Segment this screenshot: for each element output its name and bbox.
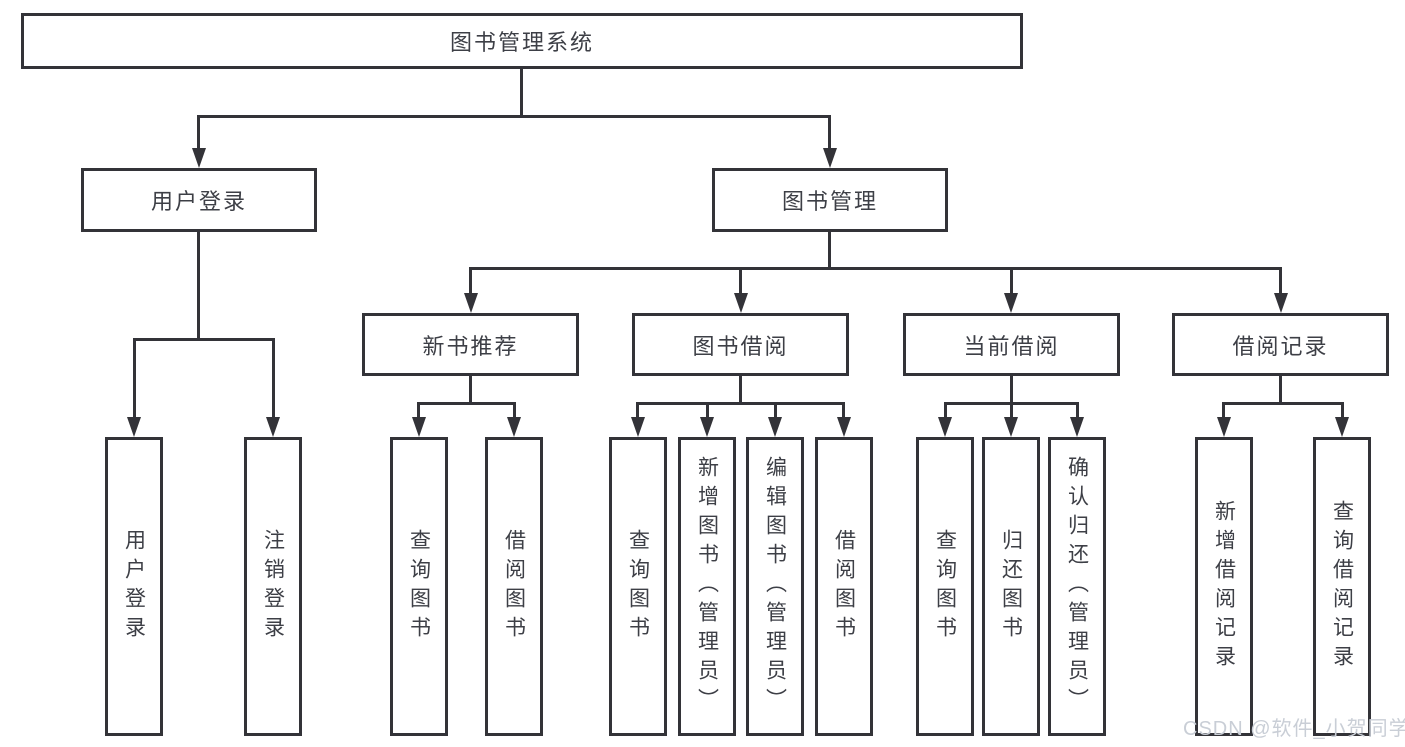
connector-line bbox=[842, 402, 845, 419]
arrow-down-icon bbox=[1217, 417, 1231, 437]
node-label: 查询图书 bbox=[626, 528, 650, 645]
node-label: 注销登录 bbox=[261, 528, 285, 645]
node-new-book-recommendation: 新书推荐 bbox=[362, 313, 579, 376]
arrow-down-icon bbox=[938, 417, 952, 437]
node-borrow-query-books: 查询图书 bbox=[609, 437, 667, 736]
node-label: 借阅记录 bbox=[1232, 333, 1329, 359]
node-label: 当前借阅 bbox=[963, 333, 1060, 359]
node-label: 用户登录 bbox=[150, 189, 247, 214]
arrow-down-icon bbox=[1004, 417, 1018, 437]
arrow-down-icon bbox=[127, 417, 141, 437]
connector-line bbox=[1076, 402, 1079, 419]
arrow-down-icon bbox=[700, 417, 714, 437]
connector-line bbox=[739, 267, 742, 295]
connector-line bbox=[417, 402, 420, 419]
connector-line bbox=[1010, 402, 1013, 419]
node-rec-query-books: 查询图书 bbox=[390, 437, 448, 736]
connector-line bbox=[636, 402, 639, 419]
node-label: 新增图书（管理员） bbox=[695, 456, 719, 717]
connector-line bbox=[133, 338, 136, 419]
node-logout: 注销登录 bbox=[244, 437, 302, 736]
connector-line bbox=[1222, 402, 1225, 419]
arrow-down-icon bbox=[1070, 417, 1084, 437]
node-rec-borrow-books: 借阅图书 bbox=[485, 437, 543, 736]
node-label: 用户登录 bbox=[122, 528, 146, 645]
node-borrowing-records: 借阅记录 bbox=[1172, 313, 1389, 376]
arrow-down-icon bbox=[192, 148, 206, 168]
arrow-down-icon bbox=[734, 293, 748, 313]
node-library-management-system: 图书管理系统 bbox=[21, 13, 1023, 69]
node-borrow-edit-books-admin: 编辑图书（管理员） bbox=[746, 437, 804, 736]
connector-line bbox=[1279, 376, 1282, 405]
node-label: 借阅图书 bbox=[502, 528, 526, 645]
arrow-down-icon bbox=[266, 417, 280, 437]
connector-line bbox=[520, 69, 523, 117]
connector-line bbox=[1279, 267, 1282, 295]
node-label: 查询借阅记录 bbox=[1330, 499, 1354, 674]
connector-line bbox=[774, 402, 777, 419]
connector-line bbox=[197, 232, 200, 340]
node-label: 借阅图书 bbox=[832, 528, 856, 645]
connector-line bbox=[739, 376, 742, 405]
arrow-down-icon bbox=[837, 417, 851, 437]
arrow-down-icon bbox=[823, 148, 837, 168]
connector-line bbox=[513, 402, 516, 419]
connector-line bbox=[828, 232, 831, 270]
node-label: 归还图书 bbox=[999, 528, 1023, 645]
node-user-login: 用户登录 bbox=[81, 168, 317, 232]
node-label: 查询图书 bbox=[407, 528, 431, 645]
connector-line bbox=[197, 115, 831, 118]
node-label: 图书管理 bbox=[781, 189, 878, 214]
connector-line bbox=[1222, 402, 1343, 405]
node-borrow-add-books-admin: 新增图书（管理员） bbox=[678, 437, 736, 736]
node-book-borrowing: 图书借阅 bbox=[632, 313, 849, 376]
connector-line bbox=[469, 267, 472, 295]
node-current-confirm-return-admin: 确认归还（管理员） bbox=[1048, 437, 1106, 736]
node-label: 新增借阅记录 bbox=[1212, 499, 1236, 674]
node-records-add-record: 新增借阅记录 bbox=[1195, 437, 1253, 736]
arrow-down-icon bbox=[507, 417, 521, 437]
connector-line bbox=[1010, 376, 1013, 405]
connector-line bbox=[944, 402, 947, 419]
node-label: 图书管理系统 bbox=[449, 30, 594, 55]
connector-line bbox=[1341, 402, 1344, 419]
connector-line bbox=[197, 115, 200, 151]
arrow-down-icon bbox=[1274, 293, 1288, 313]
connector-line bbox=[469, 376, 472, 405]
node-label: 编辑图书（管理员） bbox=[763, 456, 787, 717]
node-current-return-books: 归还图书 bbox=[982, 437, 1040, 736]
node-label: 查询图书 bbox=[933, 528, 957, 645]
node-current-query-books: 查询图书 bbox=[916, 437, 974, 736]
csdn-watermark: CSDN @软件_小贺同学 bbox=[1183, 718, 1405, 740]
node-book-management: 图书管理 bbox=[712, 168, 948, 232]
arrow-down-icon bbox=[631, 417, 645, 437]
node-borrow-borrow-books: 借阅图书 bbox=[815, 437, 873, 736]
connector-line bbox=[133, 338, 275, 341]
connector-line bbox=[469, 267, 1282, 270]
arrow-down-icon bbox=[1004, 293, 1018, 313]
node-label: 确认归还（管理员） bbox=[1065, 456, 1089, 717]
arrow-down-icon bbox=[412, 417, 426, 437]
node-records-query-record: 查询借阅记录 bbox=[1313, 437, 1371, 736]
node-user-login-action: 用户登录 bbox=[105, 437, 163, 736]
connector-line bbox=[828, 115, 831, 151]
node-current-borrowing: 当前借阅 bbox=[903, 313, 1120, 376]
connector-line bbox=[1010, 267, 1013, 295]
connector-line bbox=[636, 402, 845, 405]
arrow-down-icon bbox=[768, 417, 782, 437]
connector-line bbox=[706, 402, 709, 419]
connector-line bbox=[417, 402, 516, 405]
arrow-down-icon bbox=[1335, 417, 1349, 437]
connector-line bbox=[272, 338, 275, 419]
node-label: 新书推荐 bbox=[422, 333, 519, 359]
node-label: 图书借阅 bbox=[692, 333, 789, 359]
arrow-down-icon bbox=[464, 293, 478, 313]
